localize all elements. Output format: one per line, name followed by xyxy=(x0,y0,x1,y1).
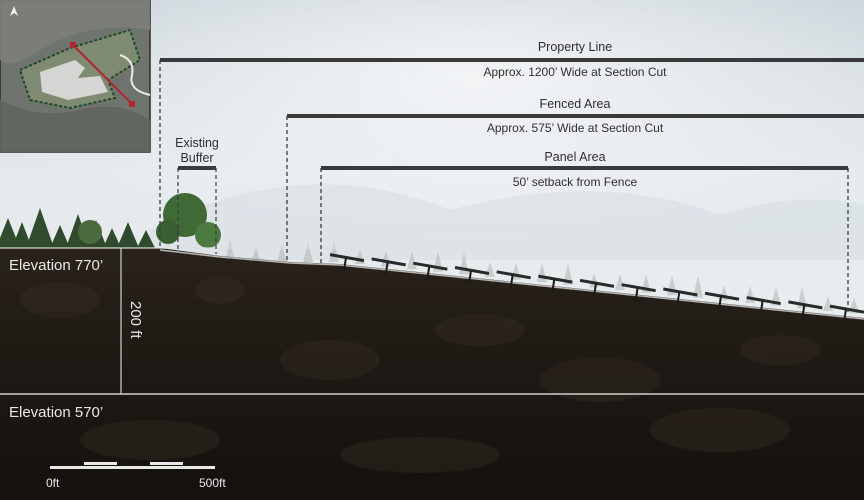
fenced-area-note: Approx. 575’ Wide at Section Cut xyxy=(486,121,664,135)
fenced-area-label: Fenced Area xyxy=(539,97,611,111)
distant-tree xyxy=(303,243,313,262)
inset-fenced-area xyxy=(40,60,108,100)
scale-bar xyxy=(50,462,215,469)
solar-panel xyxy=(496,270,531,288)
distant-tree xyxy=(693,275,703,298)
property-line-note: Approx. 1200’ Wide at Section Cut xyxy=(483,65,667,79)
tree xyxy=(195,222,221,248)
buffer-label-line1: Existing xyxy=(175,136,219,150)
elevation-top-label: Elevation 770’ xyxy=(9,257,104,274)
solar-panel xyxy=(538,274,573,293)
inset-map xyxy=(0,0,151,153)
existing-tree-line xyxy=(0,193,221,248)
solar-panel xyxy=(329,253,365,271)
solar-panel xyxy=(454,266,490,284)
tree xyxy=(156,220,180,244)
scale-start-label: 0ft xyxy=(46,476,60,490)
solar-panel-rows xyxy=(329,253,864,323)
tree xyxy=(117,222,139,248)
solar-panel xyxy=(579,278,615,297)
scale-end-label: 500ft xyxy=(199,476,226,490)
existing-buffer-label: Existing Buffer xyxy=(175,136,219,166)
tree xyxy=(50,225,70,248)
panel-area-dimension xyxy=(320,166,849,315)
section-cut-line xyxy=(72,44,133,105)
property-line-dimension xyxy=(159,58,864,248)
solar-panel xyxy=(788,300,823,319)
tree xyxy=(137,230,155,248)
tree xyxy=(26,208,54,248)
distant-tree xyxy=(277,245,287,262)
buffer-label-line2: Buffer xyxy=(180,151,214,165)
distant-tree xyxy=(225,240,235,262)
elevation-bottom-label: Elevation 570’ xyxy=(9,404,104,421)
tree xyxy=(12,222,32,248)
tree xyxy=(103,228,121,248)
panel-area-note: 50’ setback from Fence xyxy=(512,175,638,189)
solar-panel xyxy=(371,257,406,276)
ground-surface xyxy=(159,249,864,320)
background-hills xyxy=(150,184,864,260)
elevation-span-label: 200 ft xyxy=(127,301,144,339)
north-arrow-icon xyxy=(10,6,18,16)
buffer-dimension xyxy=(177,166,217,254)
property-line-label: Property Line xyxy=(537,40,613,54)
solar-panel xyxy=(746,296,781,314)
tree xyxy=(78,220,102,244)
solar-panel xyxy=(663,287,698,306)
ground-section xyxy=(0,248,864,500)
inset-road xyxy=(119,54,151,96)
distant-tree xyxy=(251,247,261,262)
panel-area-label: Panel Area xyxy=(544,150,606,164)
solar-panel xyxy=(704,291,740,310)
ground-texture xyxy=(20,276,820,473)
solar-panel xyxy=(413,261,448,280)
solar-panel xyxy=(621,283,656,301)
solar-panel xyxy=(829,304,864,323)
fenced-area-dimension xyxy=(286,114,864,262)
